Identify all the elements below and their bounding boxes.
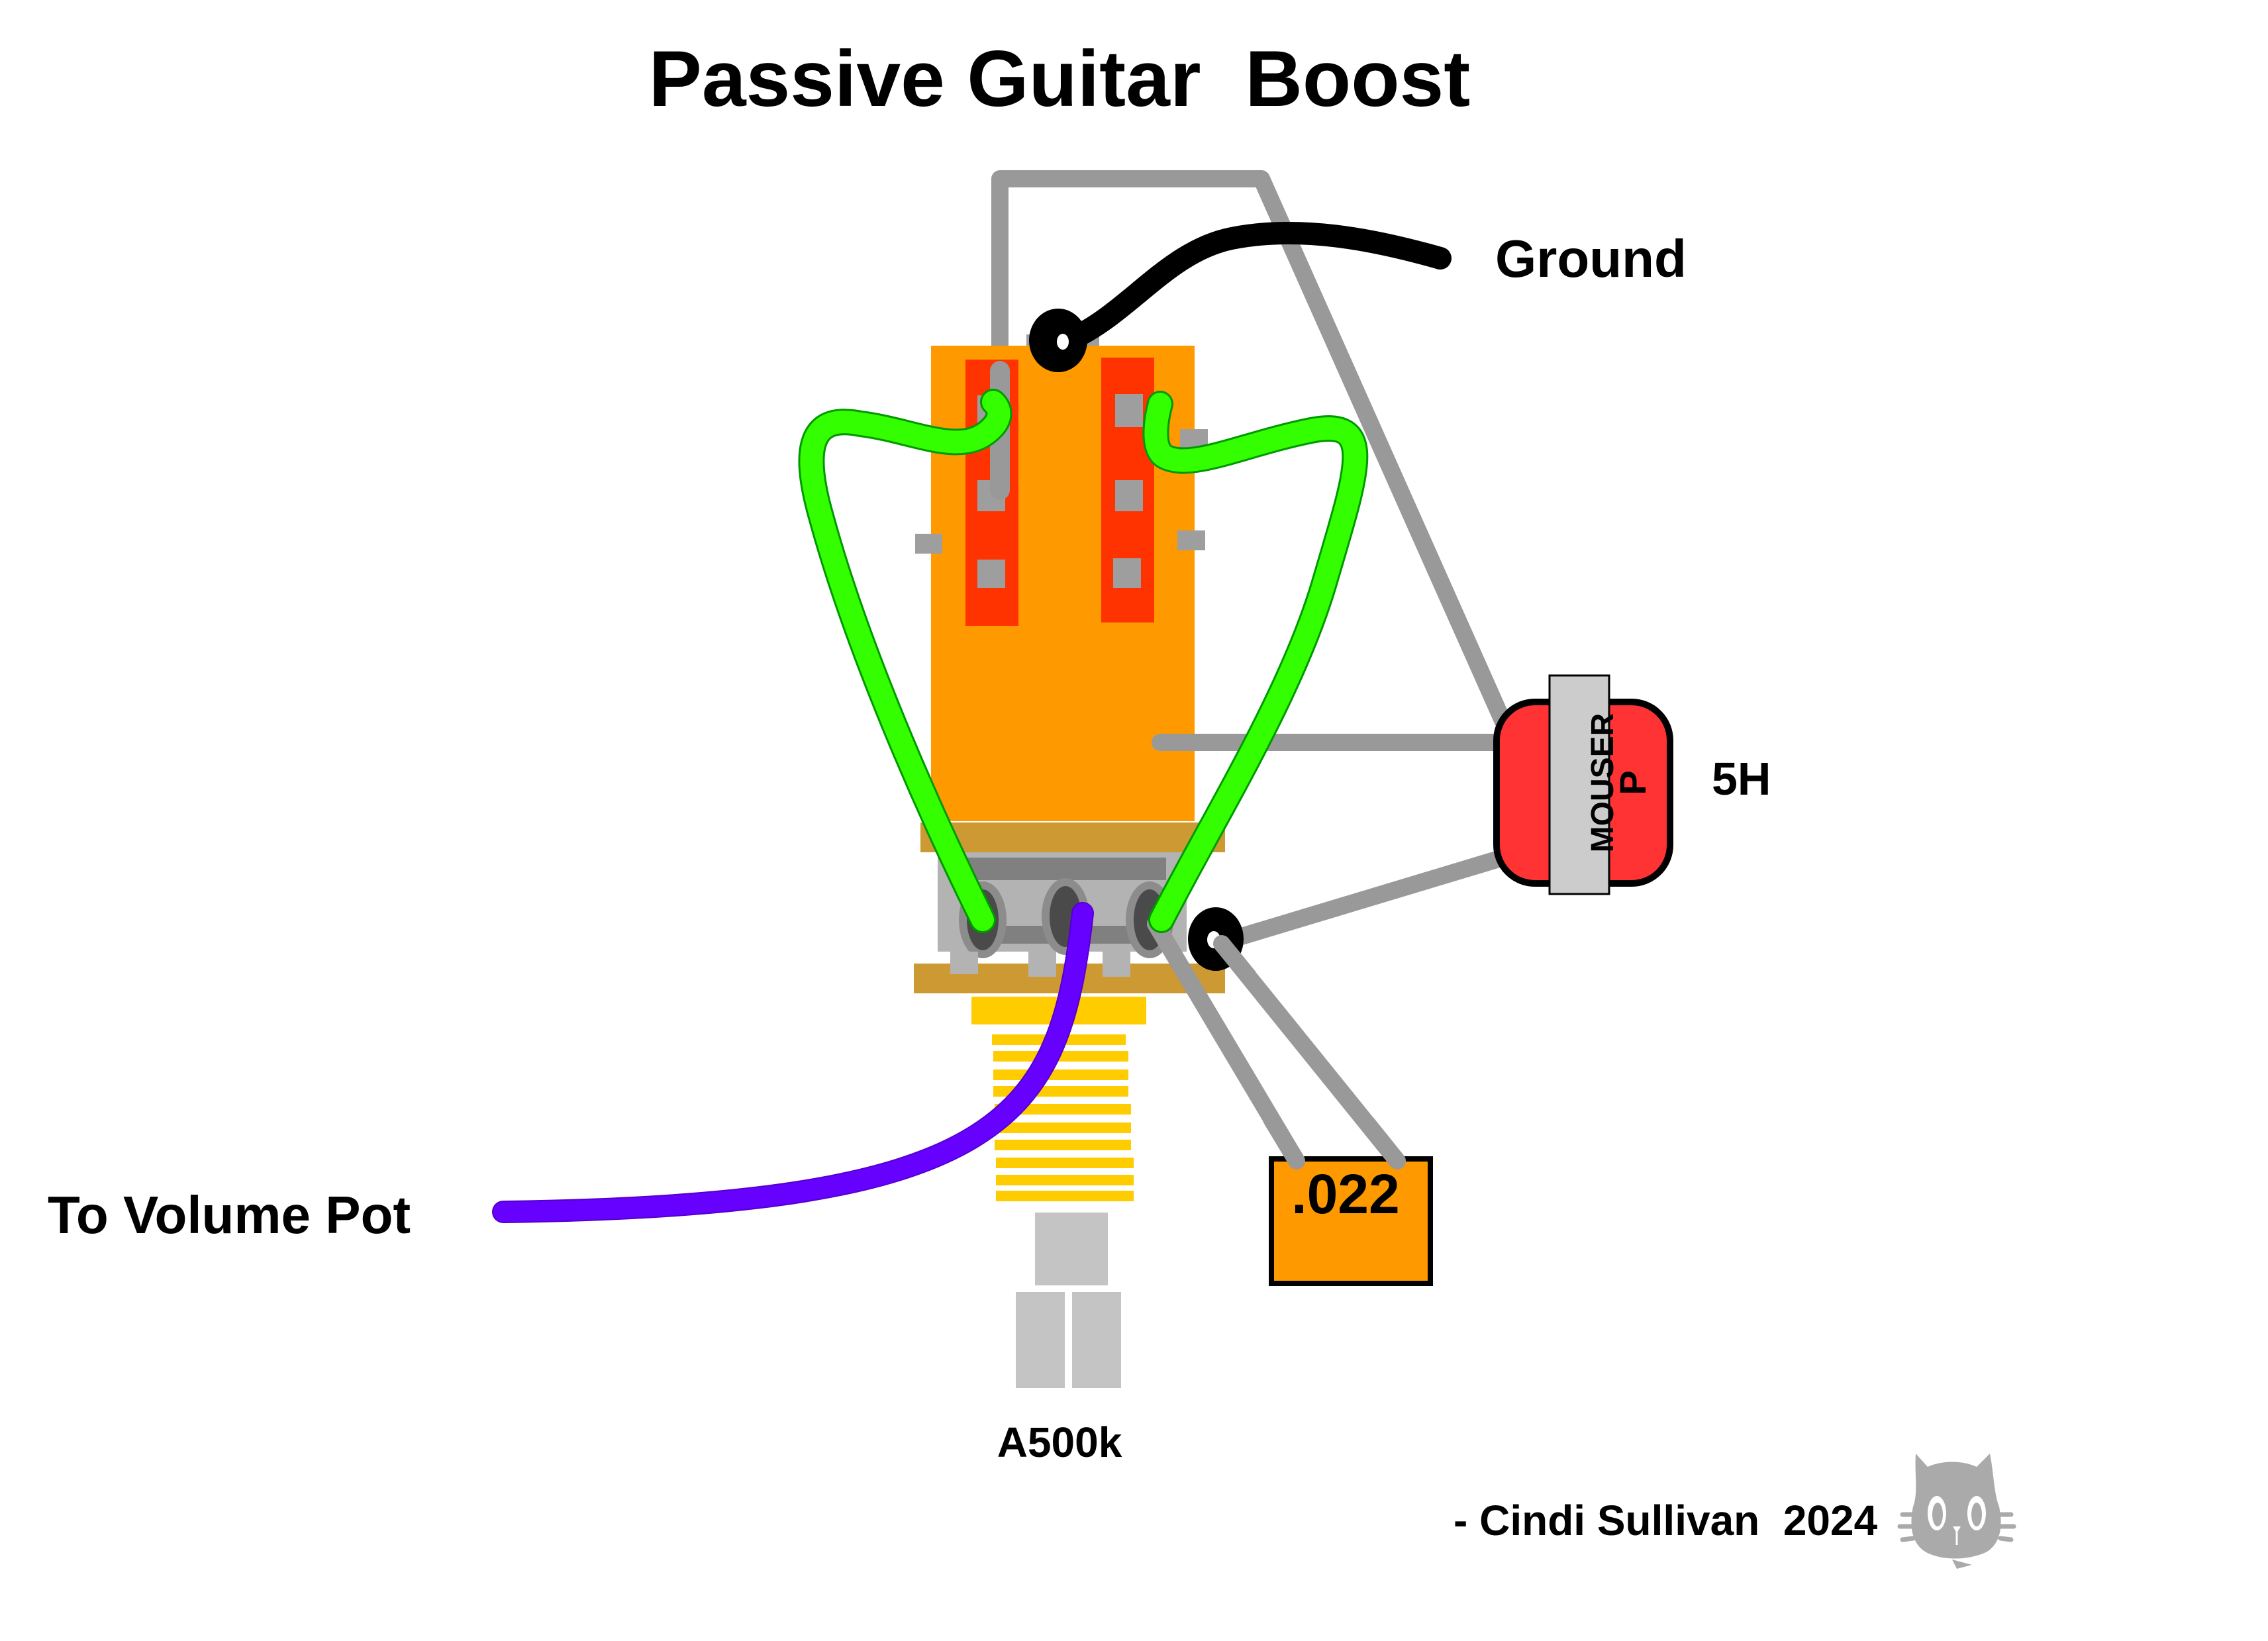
inductor-band <box>1548 674 1610 895</box>
pot-value-label: A500k <box>997 1418 1122 1466</box>
credit-label: - Cindi Sullivan 2024 <box>1454 1497 1878 1544</box>
ground-label: Ground <box>1495 229 1687 288</box>
pot-tab <box>950 952 978 974</box>
pot-tab <box>1028 952 1056 977</box>
switch-side-tab <box>1177 530 1205 550</box>
pot-case-inner <box>963 858 1166 880</box>
black-ground-wire <box>1055 221 1452 352</box>
inductor-mark-label: P <box>1612 770 1653 795</box>
pot-shaft-split-right <box>1072 1292 1121 1388</box>
diagram-title: Passive Guitar Boost <box>649 34 1470 123</box>
cat-logo-icon <box>1897 1454 2016 1569</box>
gray-wire-cap-right-end <box>1359 1115 1406 1169</box>
gray-wire-top-loop <box>991 170 1512 730</box>
gray-wire-cap-left-end <box>1263 1111 1305 1169</box>
capacitor: .022 <box>1147 915 1433 1286</box>
pot-shaft-split-left <box>1016 1292 1065 1388</box>
gray-wire-inductor-to-lug <box>1207 849 1512 953</box>
to-volume-pot-label: To Volume Pot <box>48 1185 411 1244</box>
switch-side-tab <box>915 534 942 554</box>
switch-lug <box>1113 558 1141 588</box>
ground-eyelet-switch <box>1029 309 1087 372</box>
capacitor-value-label: .022 <box>1291 1163 1400 1225</box>
switch-lug <box>1115 480 1143 511</box>
switch-side-tab <box>1180 429 1208 448</box>
inductor: MOUSER P <box>1152 674 1673 953</box>
purple-wire-to-volume <box>492 902 1094 1223</box>
pot-flange-top <box>920 822 1225 852</box>
pot-shaft-collar-block <box>1035 1213 1108 1285</box>
inductor-brand-label: MOUSER <box>1585 713 1620 853</box>
pot-threads <box>992 1034 1134 1201</box>
switch-lug <box>977 560 1005 588</box>
gray-wire-eyelet-end <box>1213 935 1257 985</box>
pot-tab <box>1103 952 1130 977</box>
switch-lug <box>1115 394 1143 427</box>
capacitor-body <box>1269 1156 1433 1286</box>
inductor-value-label: 5H <box>1712 753 1771 805</box>
